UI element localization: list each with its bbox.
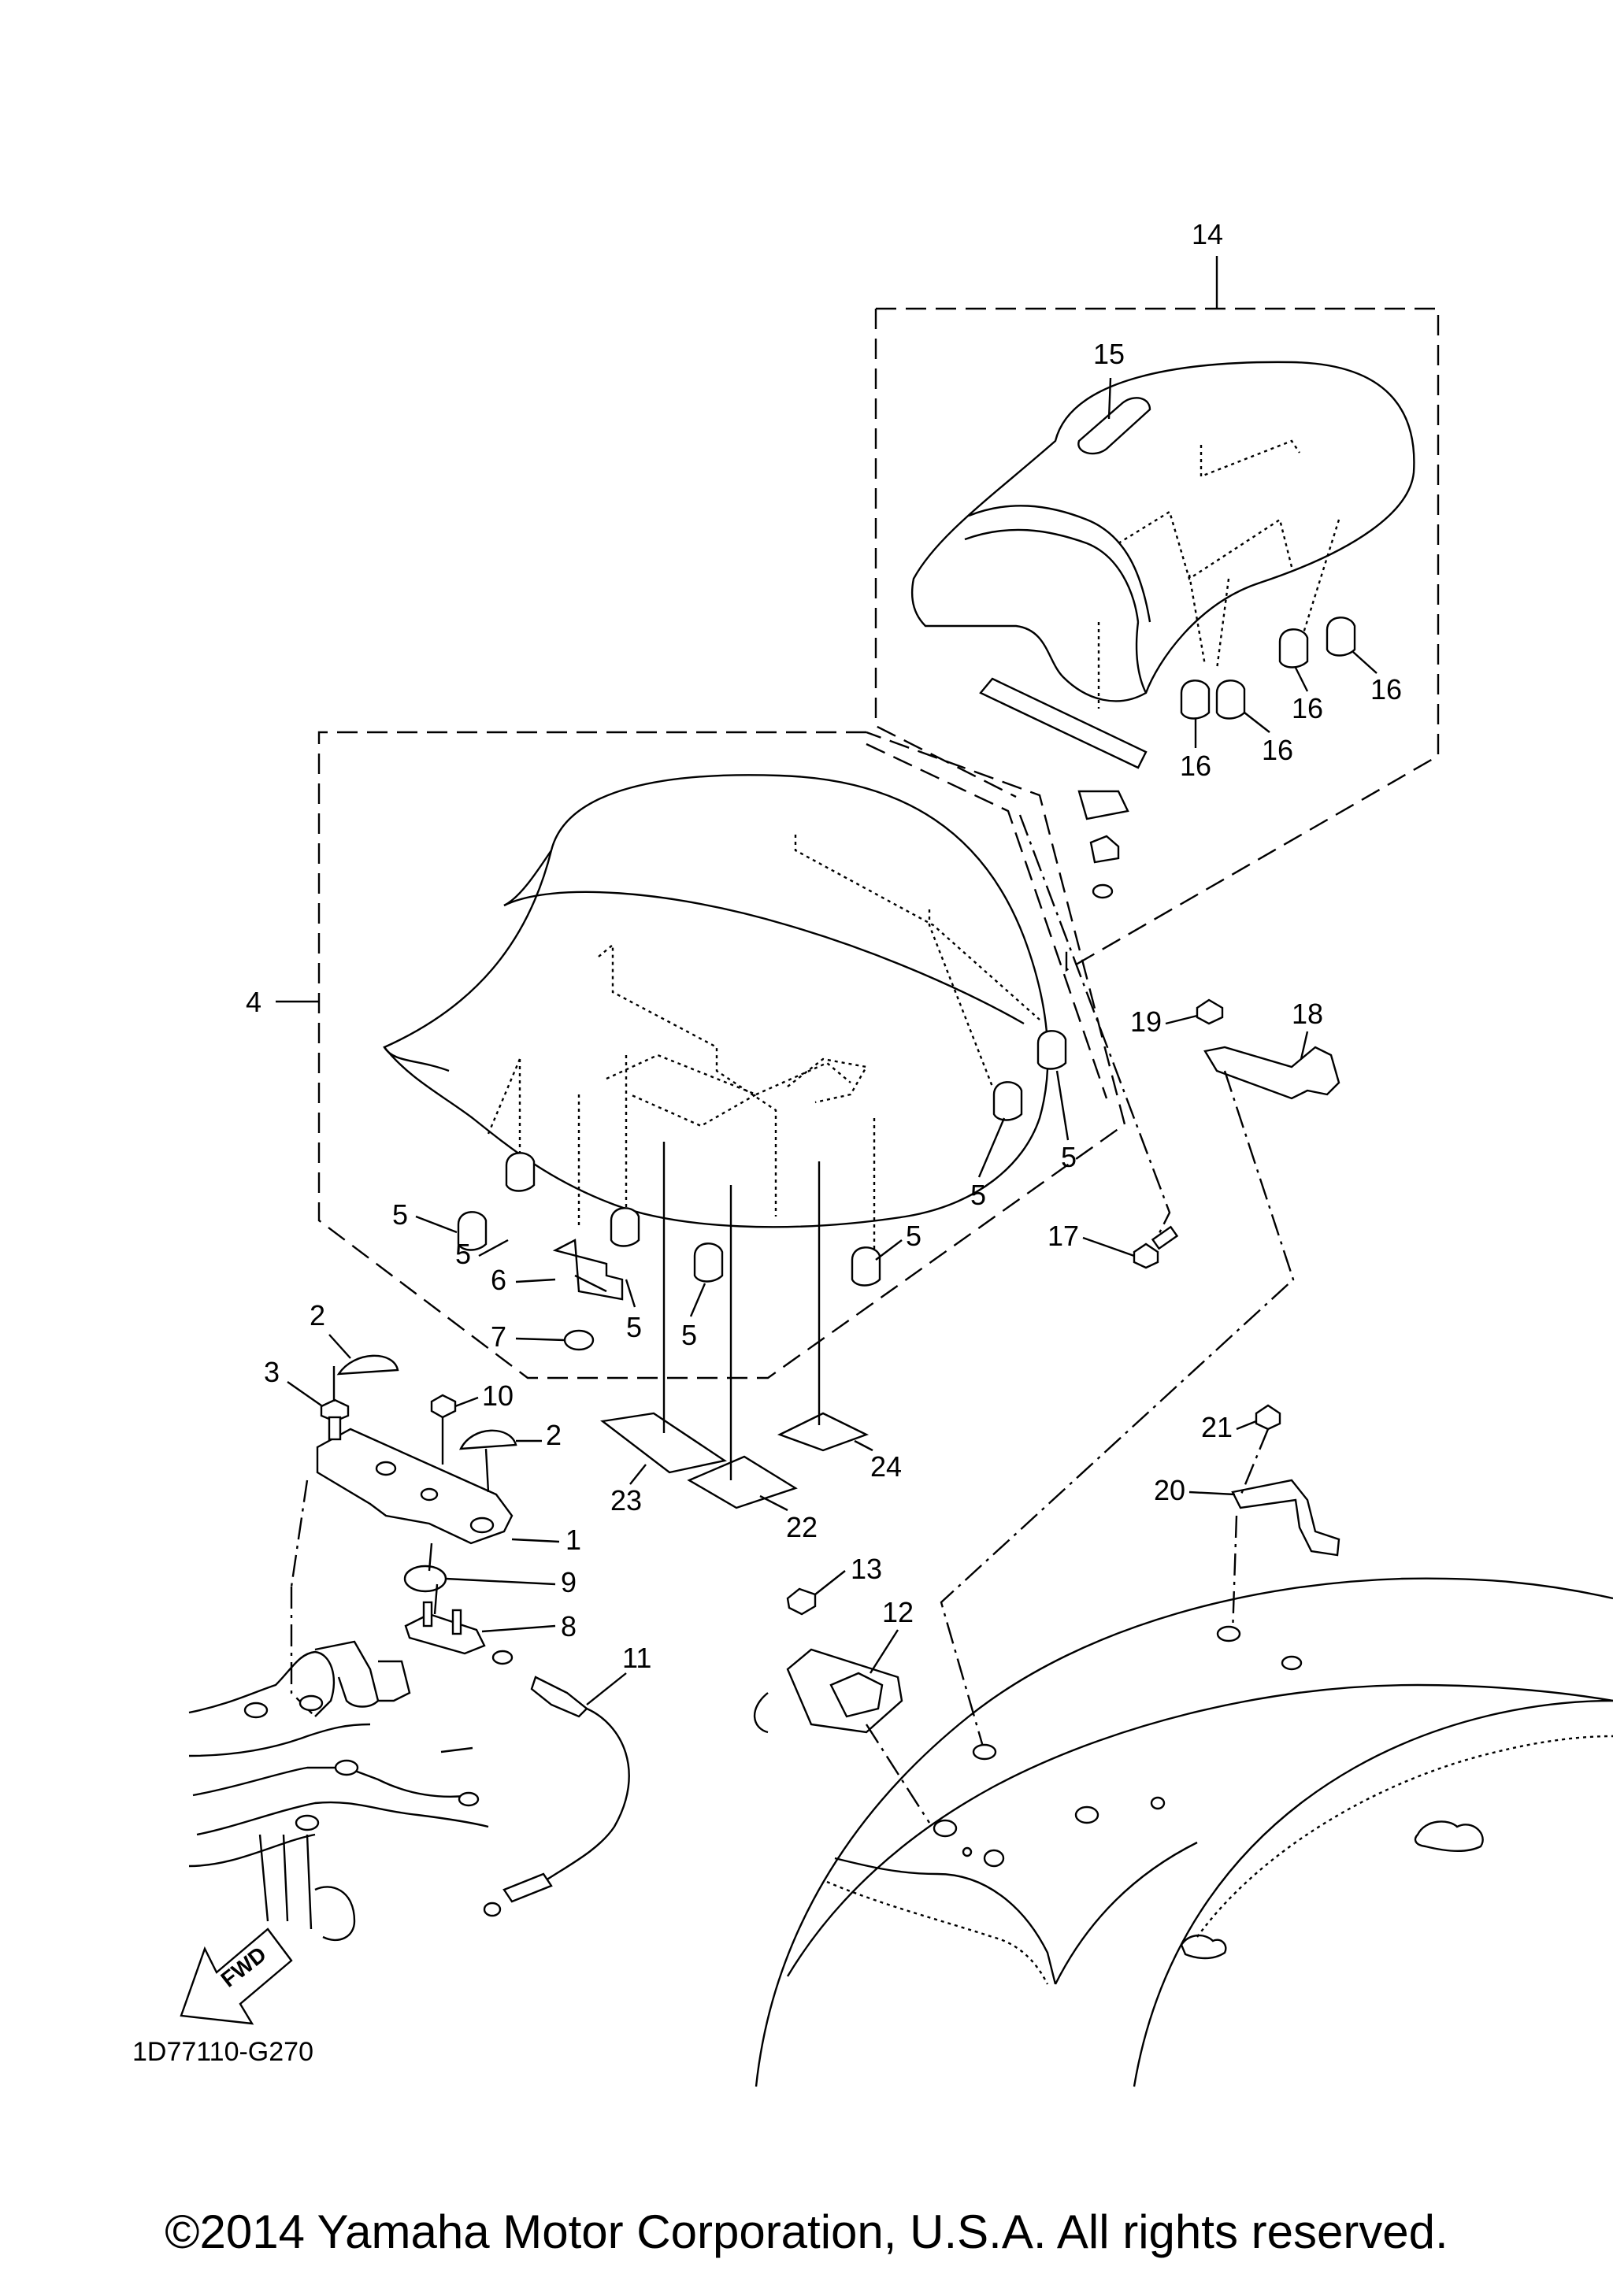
callout-24: 24 bbox=[870, 1450, 902, 1483]
diagram-reference-code: 1D77110-G270 bbox=[132, 2037, 313, 2067]
callout-12: 12 bbox=[882, 1596, 914, 1628]
callout-23: 23 bbox=[610, 1484, 642, 1516]
callout-21: 21 bbox=[1201, 1411, 1233, 1443]
callout-16-b: 16 bbox=[1262, 734, 1293, 766]
front-seat-assembly-box bbox=[276, 731, 1126, 1379]
front-seat bbox=[383, 774, 1049, 1260]
callout-6: 6 bbox=[491, 1264, 506, 1296]
rear-seat bbox=[910, 361, 1415, 709]
callout-22: 22 bbox=[786, 1511, 818, 1543]
front-seat-bracket bbox=[552, 1239, 624, 1351]
callout-7: 7 bbox=[491, 1320, 506, 1353]
rear-seat-assembly-box bbox=[874, 256, 1440, 972]
callout-11: 11 bbox=[622, 1642, 651, 1674]
callout-15: 15 bbox=[1093, 338, 1125, 370]
callout-5-g: 5 bbox=[1061, 1141, 1077, 1173]
callout-9: 9 bbox=[561, 1566, 577, 1598]
rear-seat-dampers bbox=[1180, 617, 1356, 720]
rear-seat-bracket bbox=[979, 677, 1148, 899]
callout-19: 19 bbox=[1130, 1005, 1162, 1038]
callout-13: 13 bbox=[851, 1553, 882, 1585]
callout-5-f: 5 bbox=[970, 1179, 986, 1211]
callout-2-right: 2 bbox=[546, 1419, 562, 1451]
callout-20: 20 bbox=[1154, 1474, 1185, 1506]
callout-2-top: 2 bbox=[310, 1299, 325, 1331]
rear-fender bbox=[755, 1577, 1613, 2087]
base-plate bbox=[316, 1428, 514, 1545]
callout-16-a: 16 bbox=[1180, 750, 1211, 782]
callout-17: 17 bbox=[1048, 1220, 1079, 1252]
callout-16-d: 16 bbox=[1370, 673, 1402, 705]
callout-numbers: 1 2 2 3 4 5 5 5 5 5 5 5 6 7 8 9 10 11 12 bbox=[246, 218, 1402, 1705]
callout-5-a: 5 bbox=[392, 1198, 408, 1231]
callout-5-e: 5 bbox=[906, 1220, 921, 1252]
callout-8: 8 bbox=[561, 1610, 577, 1642]
lock-parts bbox=[403, 1565, 903, 1734]
bolts-and-nuts bbox=[320, 998, 1281, 1616]
callout-10: 10 bbox=[482, 1379, 514, 1412]
callout-14: 14 bbox=[1192, 218, 1223, 250]
callout-1: 1 bbox=[565, 1524, 581, 1556]
side-bracket bbox=[1231, 1479, 1340, 1557]
callout-5-d: 5 bbox=[681, 1319, 697, 1351]
cable bbox=[483, 1650, 630, 1917]
fwd-arrow: FWD bbox=[180, 1928, 293, 2025]
rear-bracket bbox=[1203, 1046, 1340, 1100]
callout-5-c: 5 bbox=[626, 1311, 642, 1343]
callout-4: 4 bbox=[246, 986, 261, 1018]
copyright-notice: ©2014 Yamaha Motor Corporation, U.S.A. A… bbox=[165, 2205, 1448, 2258]
callout-18: 18 bbox=[1292, 998, 1323, 1030]
covers bbox=[336, 1354, 517, 1450]
frame bbox=[188, 1640, 489, 1942]
callout-16-c: 16 bbox=[1292, 692, 1323, 724]
front-seat-dampers bbox=[457, 1030, 1067, 1287]
callout-5-b: 5 bbox=[455, 1238, 471, 1270]
seat-pads bbox=[600, 1142, 870, 1509]
callout-3: 3 bbox=[264, 1356, 280, 1388]
